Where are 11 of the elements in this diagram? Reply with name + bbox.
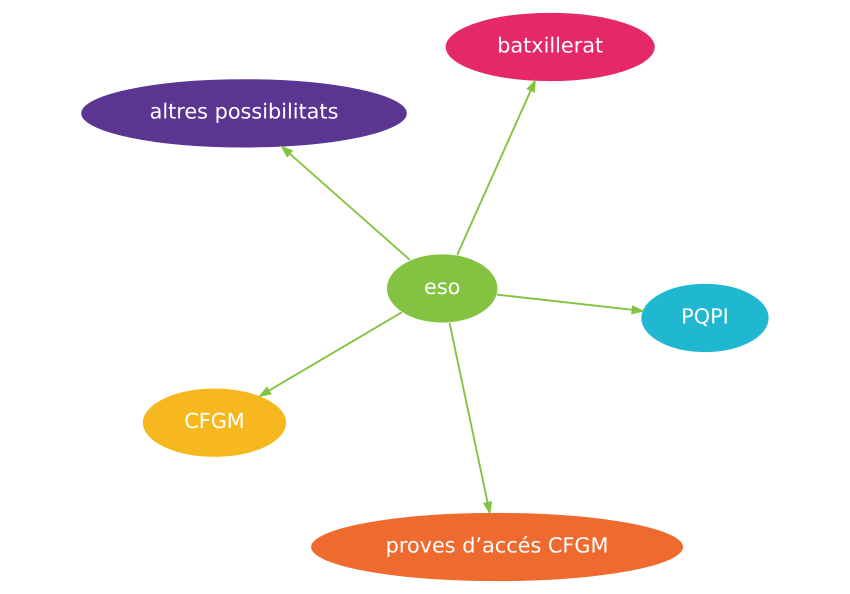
arrow <box>258 312 402 398</box>
arrow <box>456 78 536 256</box>
node-ellipse: PQPI <box>640 282 770 354</box>
node-ellipse: CFGM <box>142 388 288 458</box>
node-ellipse: altres possibilitats <box>80 78 408 148</box>
node-ellipse: proves d’accés CFGM <box>310 512 684 582</box>
arrow <box>280 145 411 261</box>
node-ellipse: batxillerat <box>444 12 656 82</box>
arrow <box>448 322 492 516</box>
arrow <box>496 294 645 314</box>
node-ellipse: eso <box>386 253 498 324</box>
